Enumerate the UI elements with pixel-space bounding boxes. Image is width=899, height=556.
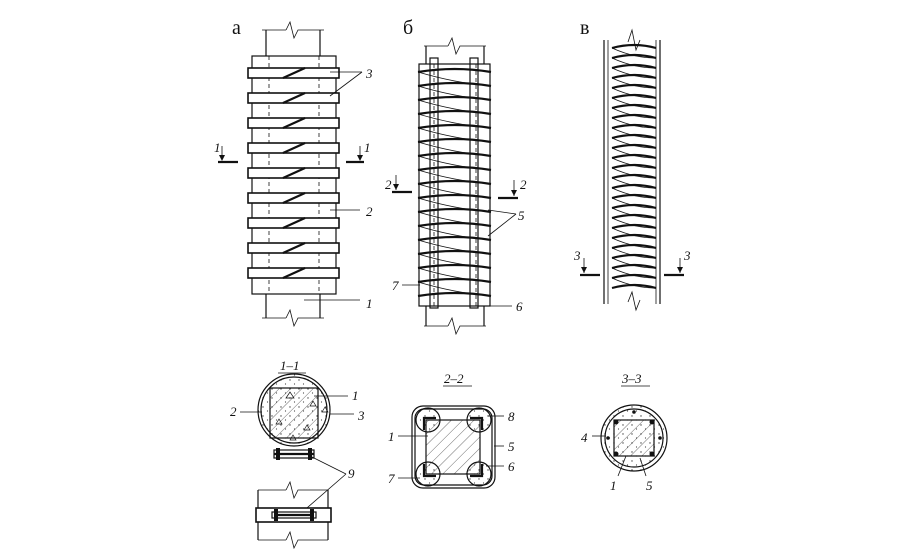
section-1-1-title: 1–1 (280, 358, 300, 373)
callout-s2-5: 5 (508, 439, 515, 454)
panel-b: б (385, 17, 527, 336)
callout-a-3: 3 (365, 66, 373, 81)
callout-s3-5: 5 (646, 478, 653, 493)
spiral-binding (417, 67, 492, 298)
clamp-bands (247, 66, 340, 280)
panel-b-label: б (403, 17, 413, 39)
section-1-1: 1–1 1 3 2 9 (230, 358, 365, 550)
panel-a: а (214, 17, 373, 328)
callout-s2-1: 1 (388, 429, 395, 444)
callout-s2-6: 6 (508, 459, 515, 474)
callout-s1-3: 3 (357, 408, 365, 423)
section-2-2: 2–2 1 8 5 6 7 (388, 371, 515, 489)
callout-s1-1: 1 (352, 388, 359, 403)
cut-mark-2-left: 2 (385, 177, 392, 192)
callout-b-7: 7 (392, 278, 399, 293)
cut-mark-3-right: 3 (683, 248, 691, 263)
callout-s3-1: 1 (610, 478, 617, 493)
cut-mark-2-right: 2 (520, 177, 527, 192)
panel-a-label: а (232, 17, 241, 39)
callout-a-1: 1 (366, 296, 373, 311)
callout-s2-7: 7 (388, 471, 395, 486)
cut-mark-1-left: 1 (214, 140, 221, 155)
callout-b-5: 5 (518, 208, 525, 223)
cut-mark-1-right: 1 (364, 140, 371, 155)
callout-s3-4: 4 (581, 430, 588, 445)
column-b (418, 63, 491, 307)
callout-b-6: 6 (516, 299, 523, 314)
callout-s1-9: 9 (348, 466, 355, 481)
callout-s2-8: 8 (508, 409, 515, 424)
section-3-3: 3–3 4 1 5 (581, 371, 668, 493)
panel-v-label: в (580, 17, 589, 39)
spiral-coil (611, 43, 657, 290)
panel-v: в (573, 17, 691, 312)
cut-mark-3-left: 3 (573, 248, 581, 263)
section-2-2-title: 2–2 (444, 371, 464, 386)
callout-a-2: 2 (366, 204, 373, 219)
section-3-3-title: 3–3 (621, 371, 642, 386)
callout-s1-2: 2 (230, 404, 237, 419)
